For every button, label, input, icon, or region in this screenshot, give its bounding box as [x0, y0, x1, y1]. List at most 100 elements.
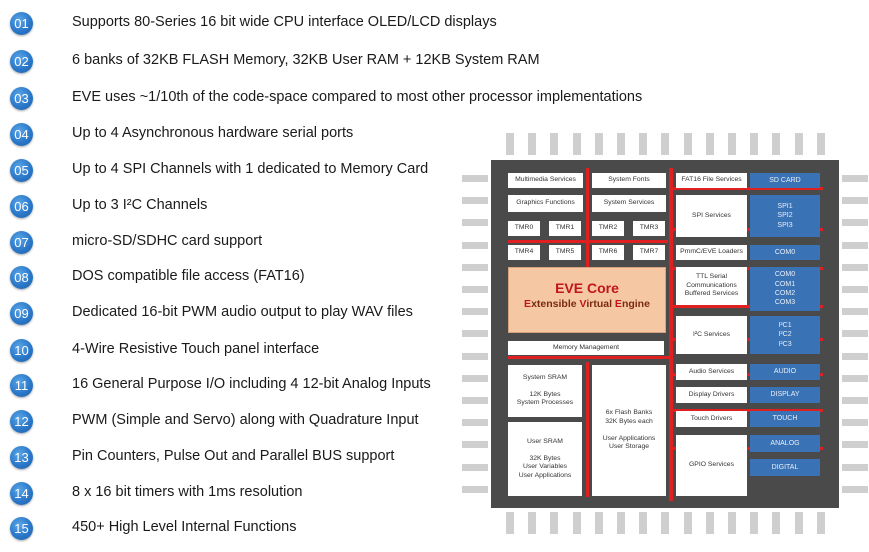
chip-pin — [842, 175, 868, 182]
bus-line — [673, 447, 823, 450]
core-title: EVE Core — [555, 280, 619, 296]
chip-pin — [772, 512, 780, 534]
number-badge: 05 — [10, 159, 33, 182]
feature-text: EVE uses ~1/10th of the code-space compa… — [72, 89, 643, 105]
chip-pin — [817, 512, 825, 534]
feature-text: 8 x 16 bit timers with 1ms resolution — [72, 484, 303, 500]
chip-pin — [661, 133, 669, 155]
number-badge: 03 — [10, 87, 33, 110]
chip-pin — [462, 419, 488, 426]
chip-pin — [842, 353, 868, 360]
number-badge: 11 — [10, 374, 33, 397]
chip-pin — [795, 133, 803, 155]
chip-pin — [842, 308, 868, 315]
timer-block: TMR5 — [549, 245, 581, 260]
bus-line — [673, 373, 823, 376]
feature-text: 16 General Purpose I/O including 4 12-bi… — [72, 376, 431, 392]
chip-pin — [842, 441, 868, 448]
timer-block: TMR3 — [633, 221, 665, 236]
audio-port: AUDIO — [750, 364, 820, 380]
chip-pin — [462, 353, 488, 360]
chip-pin — [462, 375, 488, 382]
feature-text: Dedicated 16-bit PWM audio output to pla… — [72, 304, 413, 320]
display-port: DISPLAY — [750, 387, 820, 403]
number-badge: 08 — [10, 266, 33, 289]
bus-line — [508, 356, 669, 359]
fat16-block: FAT16 File Services — [676, 173, 747, 188]
feature-text: Pin Counters, Pulse Out and Parallel BUS… — [72, 448, 395, 464]
graphics-functions-block: Graphics Functions — [508, 195, 583, 212]
chip-pin — [842, 486, 868, 493]
chip-pin — [617, 512, 625, 534]
analog-port: ANALOG — [750, 435, 820, 452]
system-fonts-block: System Fonts — [592, 173, 666, 188]
chip-pin — [617, 133, 625, 155]
flash-banks-block: 6x Flash Banks 32K Bytes each User Appli… — [592, 365, 666, 496]
number-badge: 02 — [10, 50, 33, 73]
com0-port: COM0 — [750, 245, 820, 260]
timer-block: TMR1 — [549, 221, 581, 236]
number-badge: 04 — [10, 123, 33, 146]
timer-block: TMR7 — [633, 245, 665, 260]
chip-pin — [842, 330, 868, 337]
chip-pin — [528, 133, 536, 155]
user-sram-block: User SRAM 32K Bytes User Variables User … — [508, 422, 582, 496]
chip-pin — [550, 133, 558, 155]
chip-pin — [661, 512, 669, 534]
chip-pin — [842, 264, 868, 271]
chip-pin — [842, 242, 868, 249]
chip-pin — [462, 441, 488, 448]
bus-line — [586, 168, 589, 276]
feature-text: micro-SD/SDHC card support — [72, 233, 263, 249]
bus-line — [673, 305, 823, 308]
chip-pin — [750, 133, 758, 155]
bus-line — [673, 228, 823, 231]
chip-pin — [842, 286, 868, 293]
chip-pin — [750, 512, 758, 534]
number-badge: 07 — [10, 231, 33, 254]
chip-pin — [728, 133, 736, 155]
chip-pin — [462, 264, 488, 271]
feature-item: 09 Dedicated 16-bit PWM audio output to p… — [0, 302, 460, 330]
chip-pin — [842, 397, 868, 404]
chip-pin — [573, 133, 581, 155]
feature-text: Up to 3 I²C Channels — [72, 197, 208, 213]
loaders-block: PmmC/EVE Loaders — [676, 245, 747, 260]
eve-core-block: EVE Core Extensible Virtual Engine — [508, 267, 666, 333]
gpio-services-block: GPIO Services — [676, 435, 747, 496]
chip-pin — [462, 197, 488, 204]
feature-text: DOS compatible file access (FAT16) — [72, 268, 305, 284]
bus-line — [586, 362, 589, 497]
system-services-block: System Services — [592, 195, 666, 212]
bus-line — [673, 267, 823, 270]
chip-pin — [842, 464, 868, 471]
ttl-serial-block: TTL Serial Communications Buffered Servi… — [676, 267, 747, 305]
bus-line — [508, 240, 668, 243]
timer-block: TMR4 — [508, 245, 540, 260]
bus-line — [673, 409, 823, 412]
feature-item: 03 EVE uses ~1/10th of the code-space com… — [0, 87, 642, 115]
timer-block: TMR2 — [592, 221, 624, 236]
system-sram-block: System SRAM 12K Bytes System Processes — [508, 365, 582, 417]
chip-pin — [706, 512, 714, 534]
bus-line — [673, 187, 823, 190]
i2c-services-block: I²C Services — [676, 316, 747, 354]
multimedia-services-block: Multimedia Services — [508, 173, 583, 188]
feature-item: 11 16 General Purpose I/O including 4 12-… — [0, 374, 460, 402]
number-badge: 09 — [10, 302, 33, 325]
chip-pin — [550, 512, 558, 534]
chip-pin — [462, 286, 488, 293]
chip-pin — [842, 375, 868, 382]
feature-item: 07 micro-SD/SDHC card support — [0, 231, 460, 259]
chip-pin — [595, 512, 603, 534]
chip-pin — [462, 242, 488, 249]
com-ports: COM0 COM1 COM2 COM3 — [750, 267, 820, 311]
display-drivers-block: Display Drivers — [676, 387, 747, 403]
